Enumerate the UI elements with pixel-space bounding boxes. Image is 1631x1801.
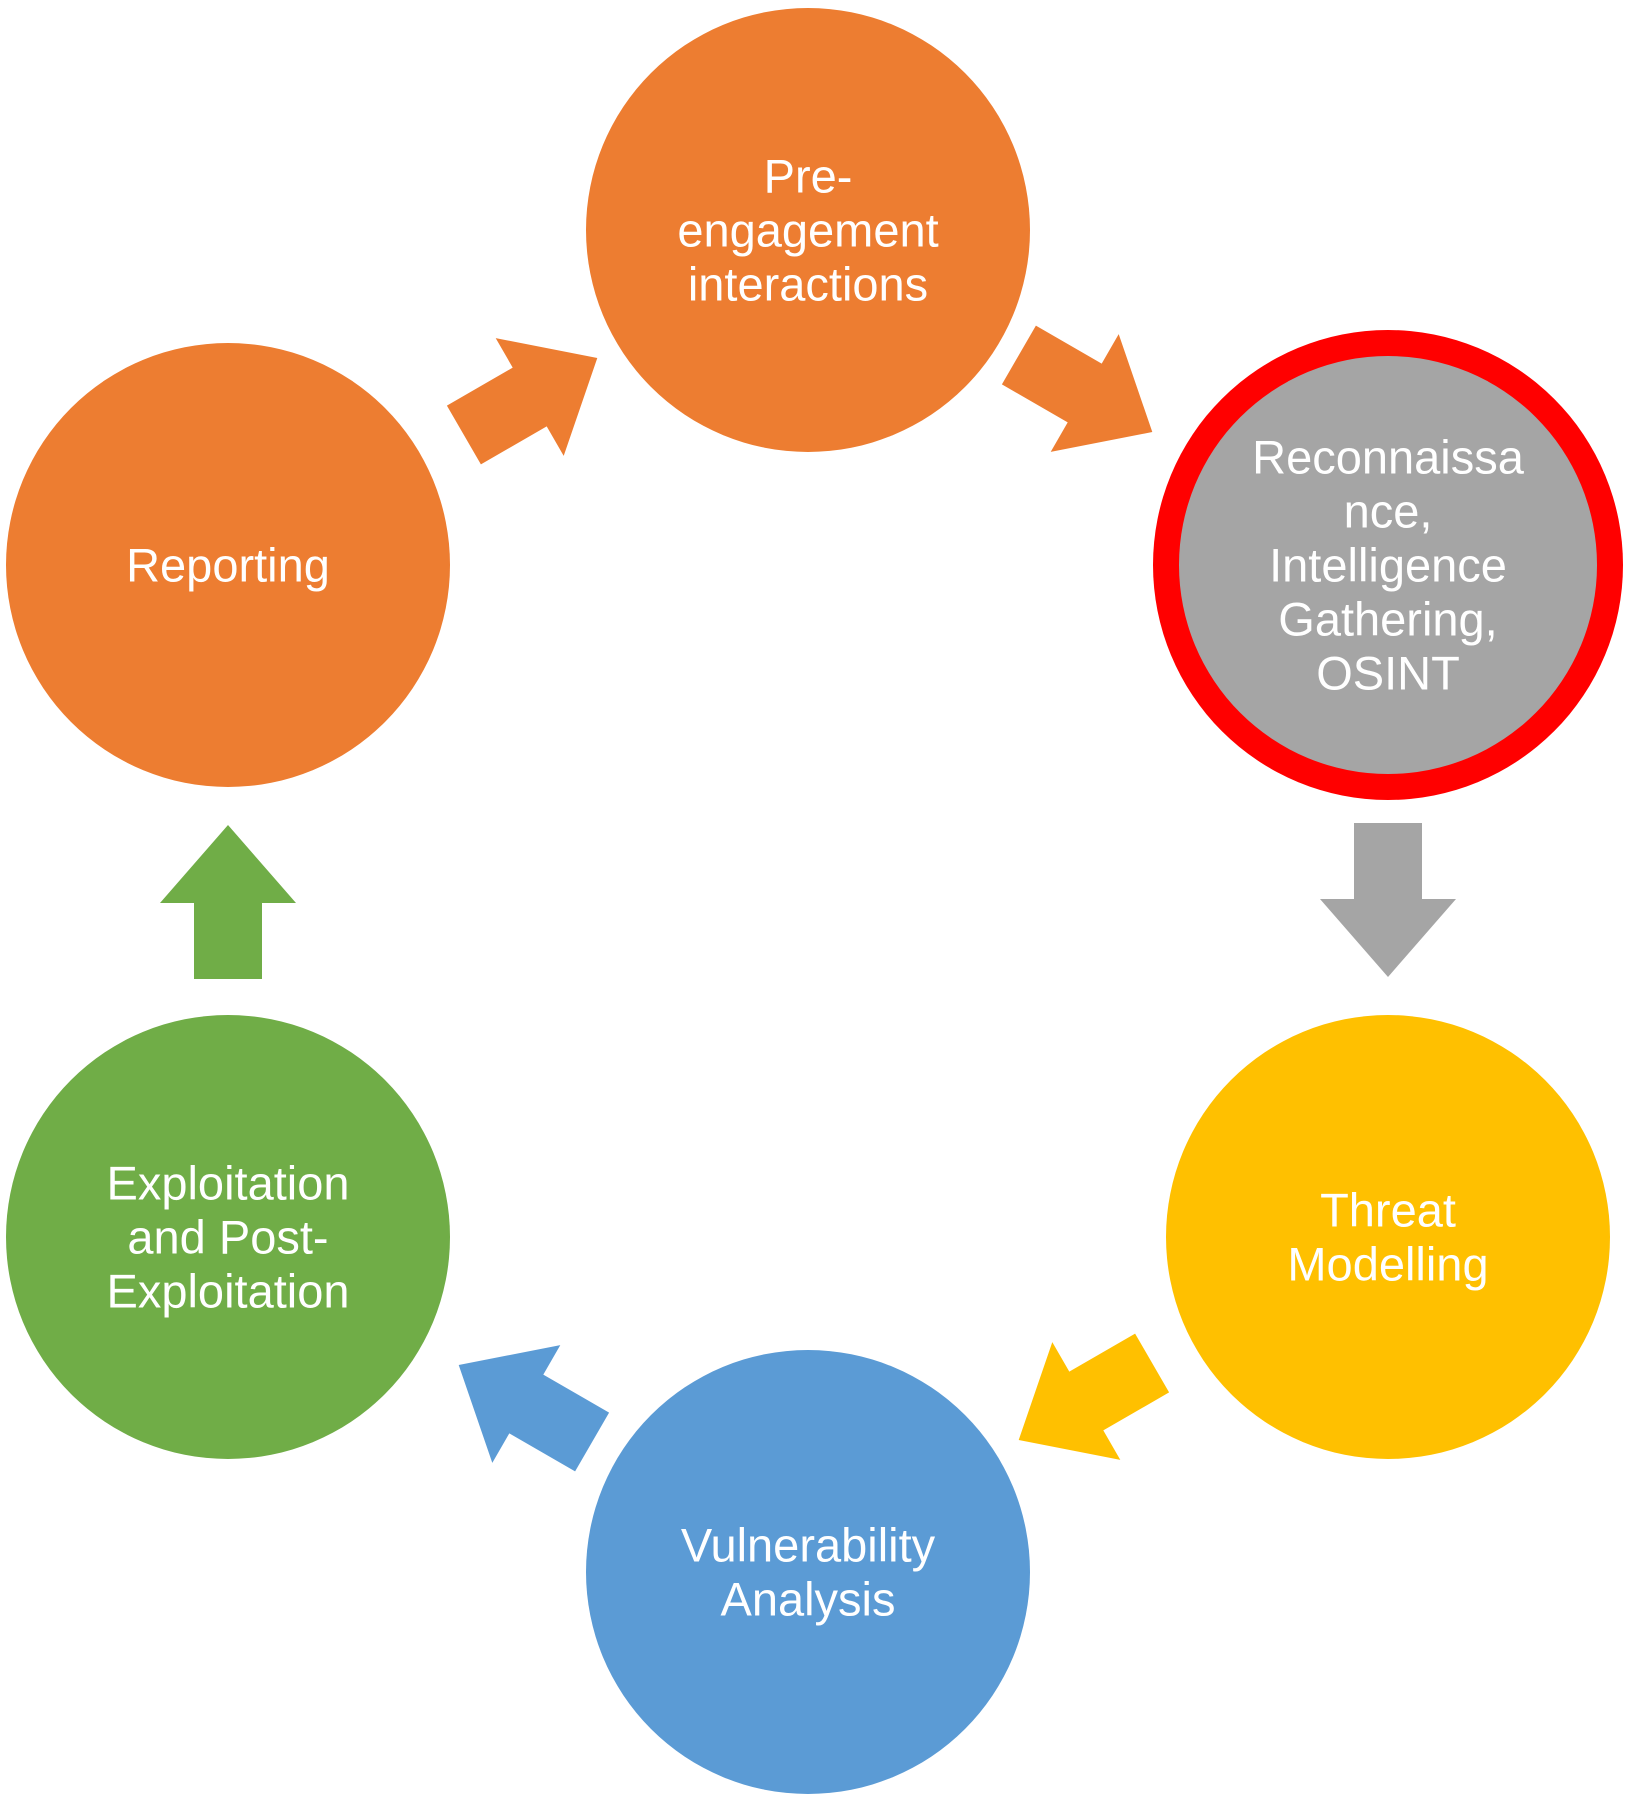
- stage-label-line: nce,: [1344, 484, 1433, 537]
- connector-arrows: [160, 325, 1456, 1472]
- stage-label-line: Analysis: [720, 1572, 895, 1625]
- stage-label-line: Reporting: [126, 538, 330, 591]
- stage-label-line: OSINT: [1316, 646, 1460, 699]
- stage-label-line: Gathering,: [1278, 592, 1497, 645]
- stage-label-line: Pre-: [764, 149, 853, 202]
- stage-label: Reporting: [126, 538, 330, 591]
- stage-label-line: interactions: [688, 257, 928, 310]
- arrow-reconnaissance-to-threat-modelling: [1320, 823, 1456, 977]
- stage-label-line: Reconnaissa: [1252, 430, 1525, 483]
- stage-circle: [586, 1350, 1030, 1794]
- stage-label-line: Vulnerability: [681, 1518, 936, 1571]
- stage-label-line: engagement: [677, 203, 938, 256]
- stage-label-line: Intelligence: [1269, 538, 1507, 591]
- stage-circle: [586, 8, 1030, 452]
- stage-circle: [1166, 1015, 1610, 1459]
- stage-label-line: Threat: [1320, 1183, 1456, 1236]
- stage-circle: [6, 343, 450, 787]
- stage-circle: [1179, 356, 1597, 774]
- arrow-pre-engagement-to-reconnaissance: [1001, 325, 1153, 452]
- stage-node-reporting: Reporting: [6, 343, 450, 787]
- arrow-vulnerability-analysis-to-exploitation: [458, 1345, 610, 1472]
- arrow-threat-modelling-to-vulnerability-analysis: [1018, 1333, 1170, 1460]
- stage-label-line: Exploitation: [107, 1264, 350, 1317]
- stage-circle: [6, 1015, 450, 1459]
- stage-label-line: Exploitation: [107, 1156, 350, 1209]
- stage-label-line: Modelling: [1287, 1237, 1488, 1290]
- arrow-exploitation-to-reporting: [160, 825, 296, 979]
- stage-label-line: and Post-: [127, 1210, 328, 1263]
- arrow-reporting-to-pre-engagement: [446, 338, 598, 465]
